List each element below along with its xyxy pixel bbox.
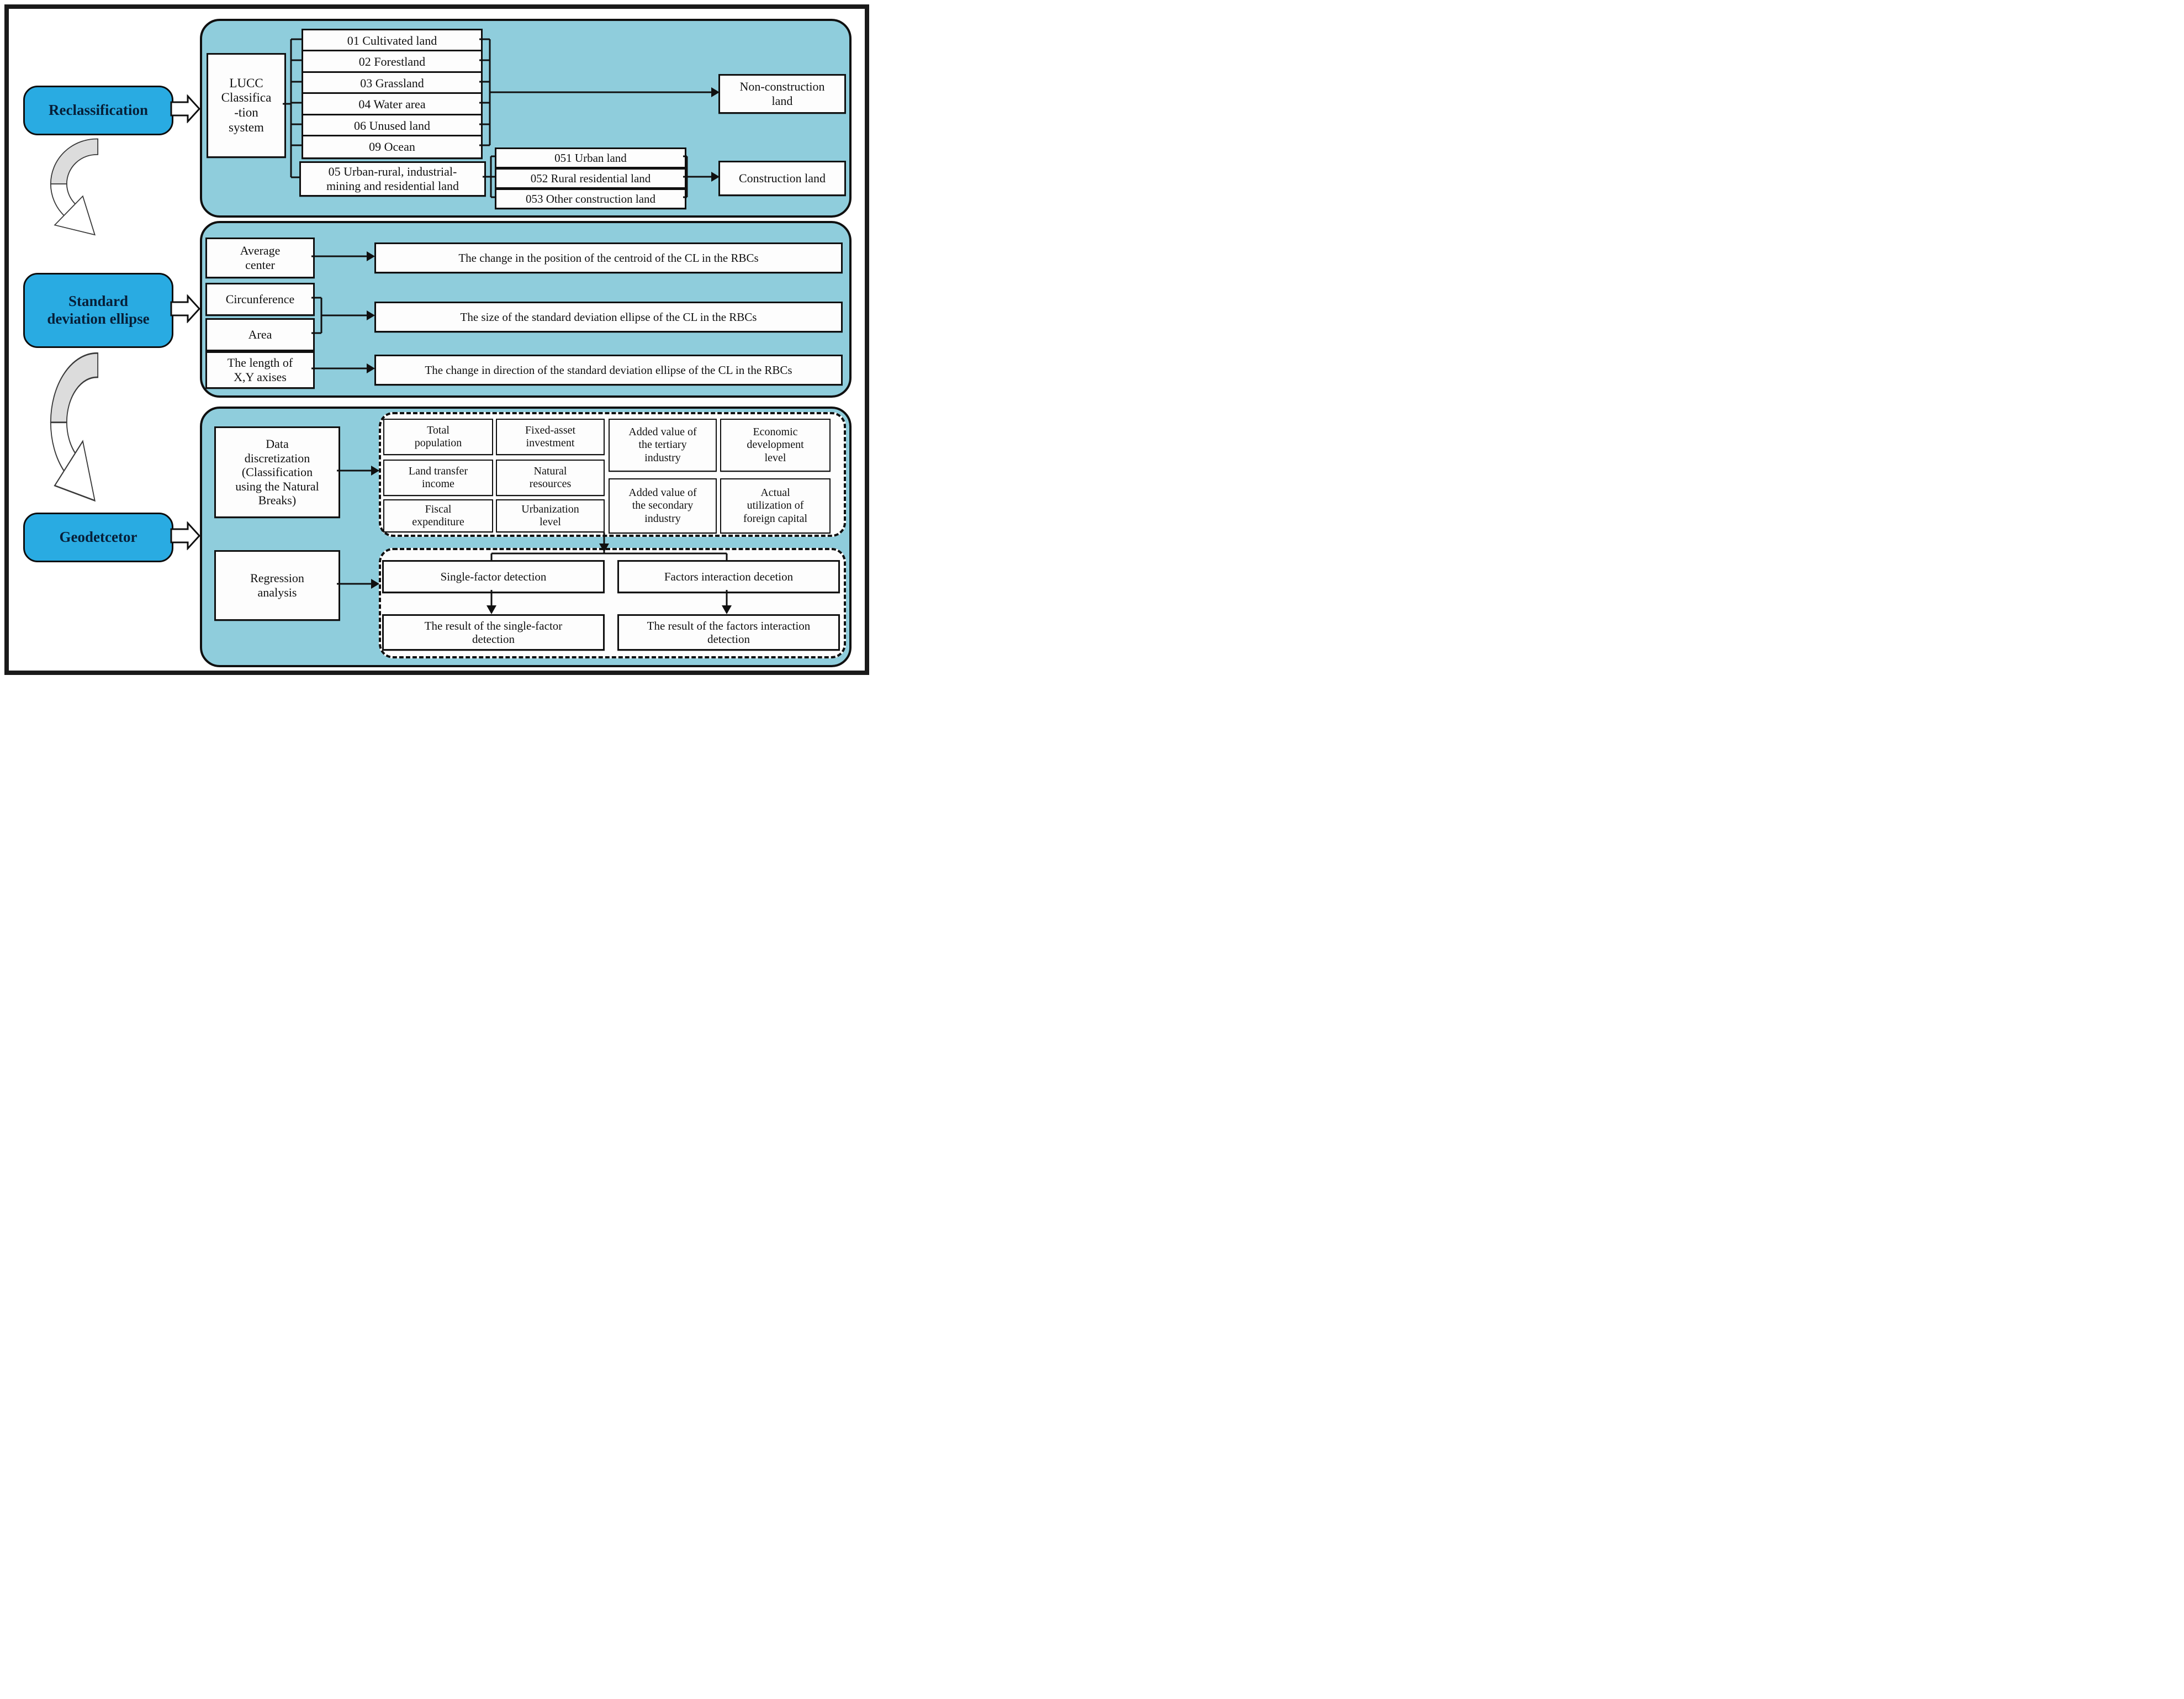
stage-standard-deviation-ellipse: Standard deviation ellipse — [23, 273, 173, 348]
stage-geodetector: Geodetcetor — [23, 513, 173, 562]
factor-box: Land transfer income — [383, 460, 493, 496]
interpretation-centroid-box: The change in the position of the centro… — [374, 242, 843, 273]
land-class-box: 02 Forestland — [302, 50, 483, 74]
factor-box: Added value of the secondary industry — [609, 478, 717, 534]
interpretation-size-box: The size of the standard deviation ellip… — [374, 302, 843, 333]
metric-area-box: Area — [205, 318, 315, 351]
data-discretization-box: Data discretization (Classification usin… — [214, 426, 340, 518]
land-class-box: 03 Grassland — [302, 71, 483, 96]
metric-average-center-box: Average center — [205, 238, 315, 278]
sub-class-052-box: 052 Rural residential land — [495, 168, 686, 189]
lucc-classification-system-box: LUCC Classifica -tion system — [207, 53, 286, 158]
construction-land-box: Construction land — [718, 161, 846, 196]
factor-box: Actual utilization of foreign capital — [720, 478, 831, 534]
stage-reclassification: Reclassification — [23, 86, 173, 135]
non-construction-land-box: Non-construction land — [718, 74, 846, 114]
metric-circumference-box: Circunference — [205, 283, 315, 316]
factor-box: Economic development level — [720, 419, 831, 472]
factor-box: Total population — [383, 419, 493, 455]
land-class-box: 04 Water area — [302, 92, 483, 117]
sub-class-053-box: 053 Other construction land — [495, 188, 686, 209]
single-factor-detection-box: Single-factor detection — [382, 560, 605, 593]
sub-class-051-box: 051 Urban land — [495, 147, 686, 168]
factor-box: Urbanization level — [496, 499, 605, 532]
flowchart-figure: Reclassification Standard deviation elli… — [0, 0, 874, 679]
regression-analysis-box: Regression analysis — [214, 550, 340, 621]
land-class-05-box: 05 Urban-rural, industrial- mining and r… — [299, 161, 486, 197]
factor-box: Added value of the tertiary industry — [609, 419, 717, 472]
single-factor-result-box: The result of the single-factor detectio… — [382, 614, 605, 651]
factor-box: Fixed-asset investment — [496, 419, 605, 455]
figure-border — [4, 4, 869, 675]
factor-box: Natural resources — [496, 460, 605, 496]
metric-axes-length-box: The length of X,Y axises — [205, 351, 315, 389]
factors-interaction-result-box: The result of the factors interaction de… — [617, 614, 840, 651]
factor-box: Fiscal expenditure — [383, 499, 493, 532]
factors-interaction-detection-box: Factors interaction decetion — [617, 560, 840, 593]
interpretation-direction-box: The change in direction of the standard … — [374, 355, 843, 386]
land-class-box: 09 Ocean — [302, 135, 483, 159]
